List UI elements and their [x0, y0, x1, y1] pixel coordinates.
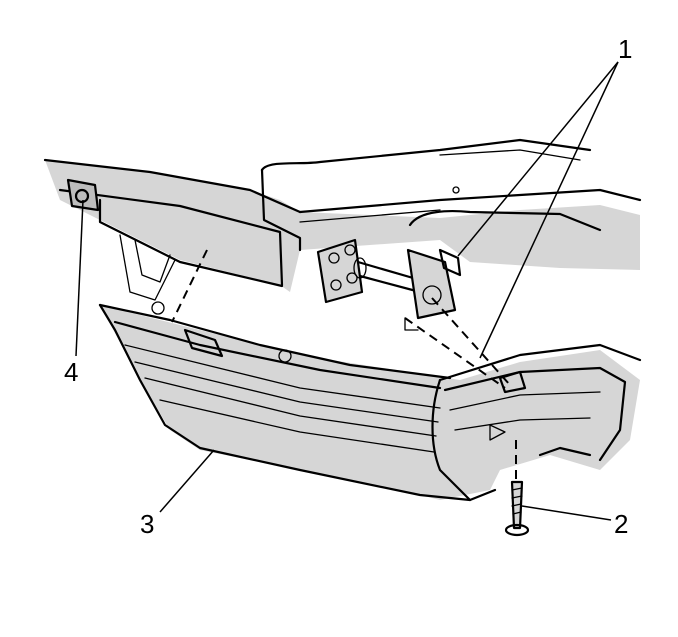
impact-bar-assembly	[316, 238, 462, 331]
alignment-lines	[171, 249, 517, 482]
callout-1: 1	[618, 34, 632, 64]
callout-4: 4	[64, 357, 78, 387]
callout-3: 3	[140, 509, 154, 539]
bumper-fascia	[98, 301, 642, 502]
fascia-bolt	[504, 480, 530, 537]
leader-lines	[75, 61, 619, 521]
vehicle-body-panel	[43, 138, 642, 301]
callout-2: 2	[614, 509, 628, 539]
